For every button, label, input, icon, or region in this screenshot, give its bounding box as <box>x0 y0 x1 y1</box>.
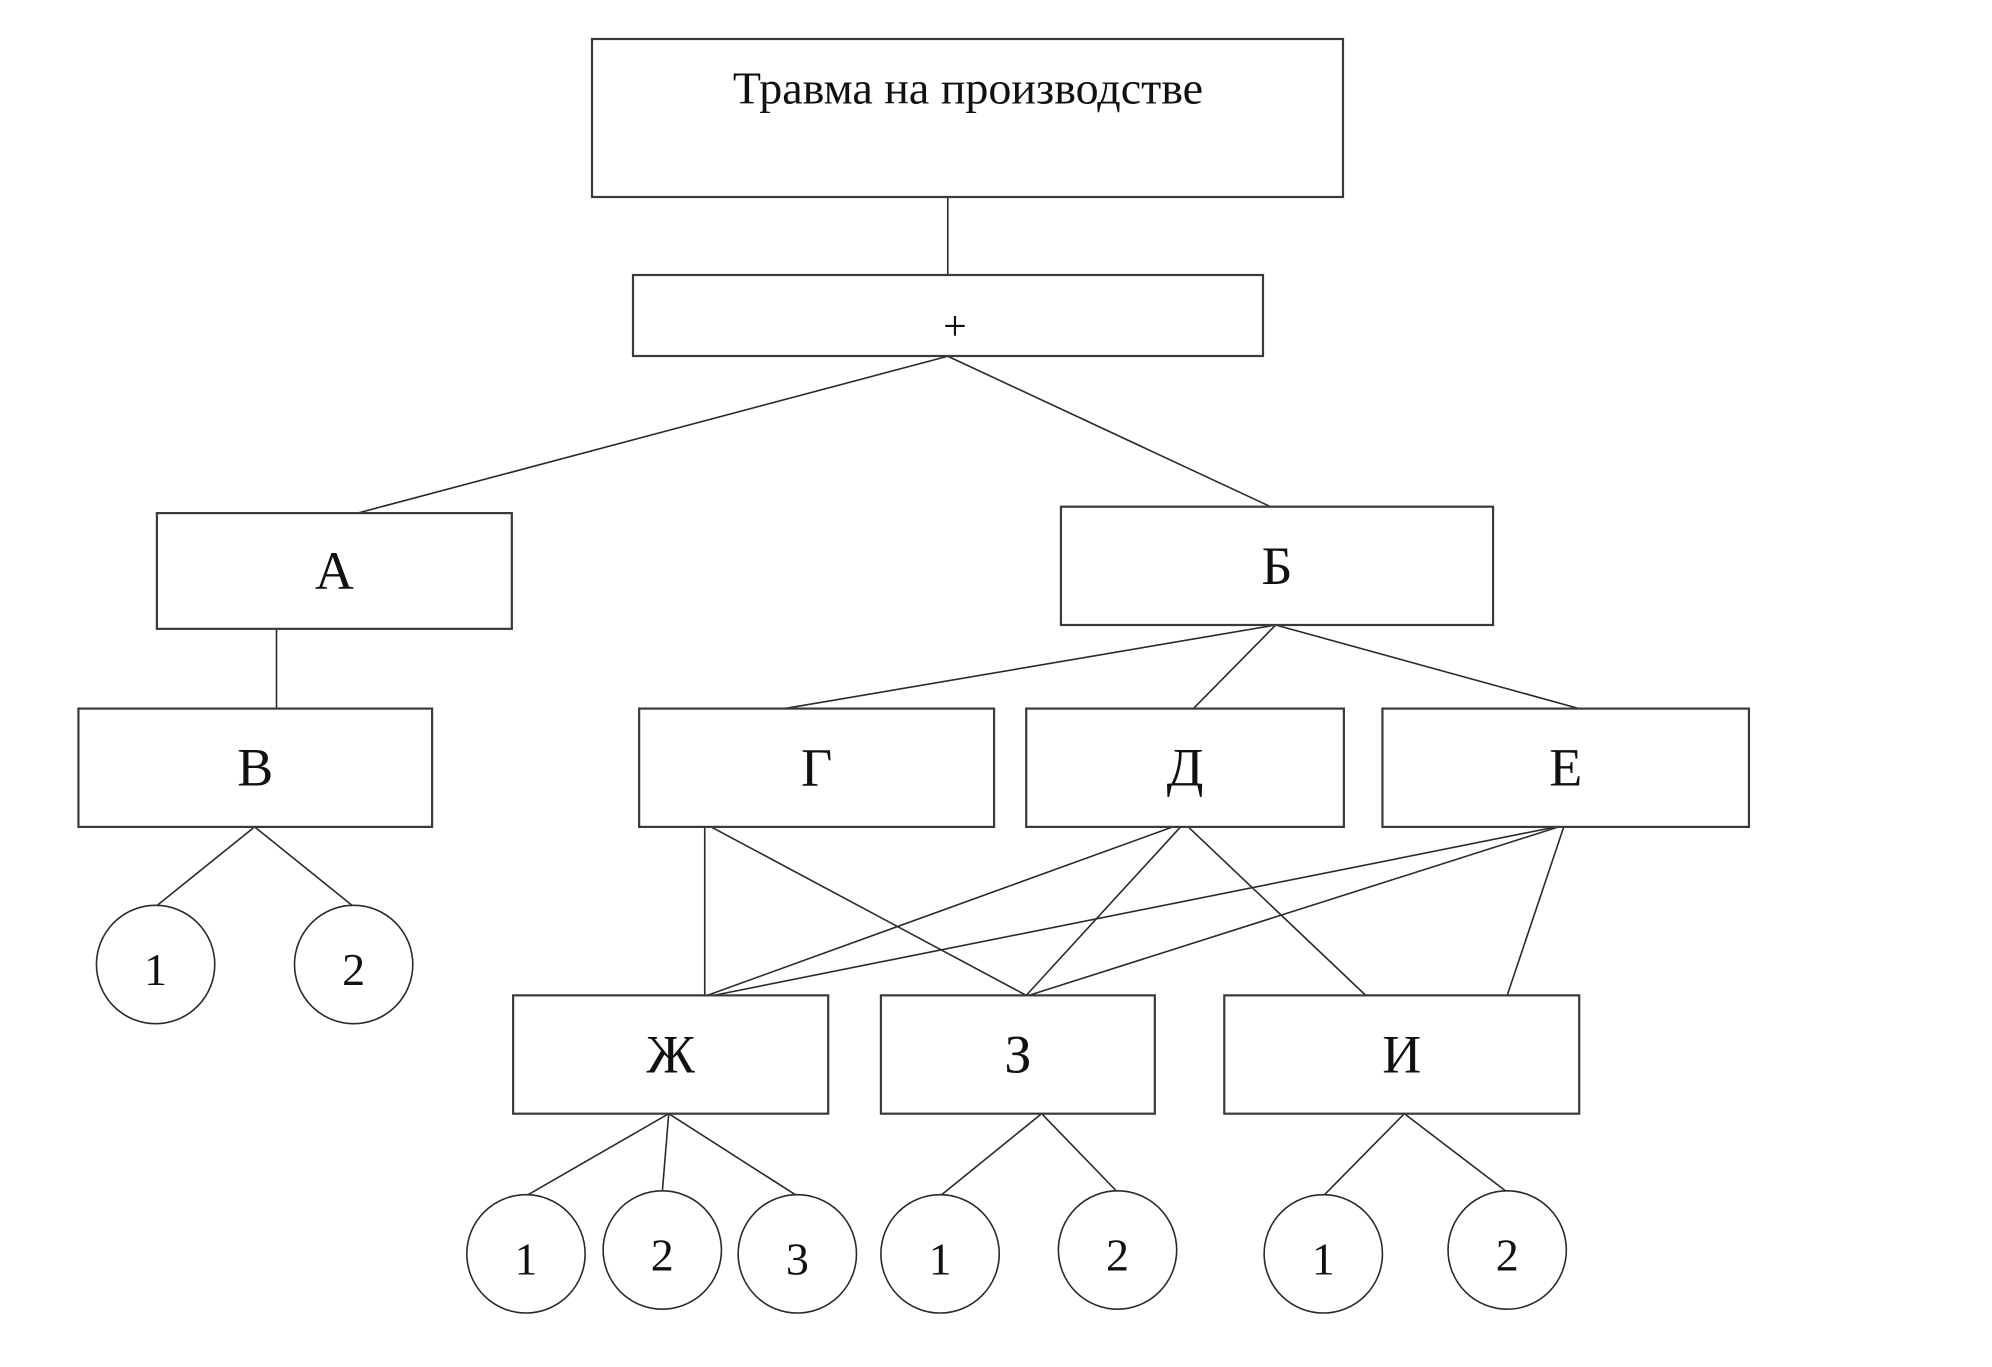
basic-event-label: 2 <box>1496 1230 1519 1281</box>
edge-i-leaf-2 <box>1403 1113 1508 1193</box>
basic-event-circle <box>880 1193 1001 1314</box>
operator-gate-label: + <box>943 304 967 350</box>
basic-event-label: 1 <box>1312 1233 1335 1284</box>
basic-event-label: 2 <box>1106 1230 1129 1281</box>
operator-gate: + <box>631 273 1265 358</box>
basic-event-v-2: 2 <box>293 904 414 1025</box>
basic-event-circle <box>466 1193 586 1314</box>
edge-v-leaf-2 <box>254 826 355 908</box>
event-node-d: Д <box>1025 707 1345 828</box>
edge-b-e <box>1275 624 1580 710</box>
basic-event-i-2: 2 <box>1447 1190 1568 1310</box>
event-node-box <box>512 994 830 1115</box>
event-node-label: Д <box>1167 738 1204 798</box>
event-nodes: А Б В Г Д Е Ж З И <box>77 505 1751 1115</box>
root-event: Травма на производстве <box>590 37 1345 199</box>
event-node-box <box>638 707 996 828</box>
basic-event-circle <box>1263 1193 1384 1314</box>
edge-op-b <box>947 355 1271 508</box>
edge-e-i <box>1506 826 1565 996</box>
event-node-label: Г <box>801 738 832 798</box>
basic-event-circle <box>737 1193 858 1314</box>
event-node-e: Е <box>1381 707 1751 828</box>
event-node-zh: Ж <box>512 994 830 1115</box>
event-node-i: И <box>1223 994 1581 1115</box>
event-node-b: Б <box>1059 505 1495 627</box>
basic-event-circle <box>1057 1190 1178 1310</box>
event-node-box <box>155 512 513 630</box>
edge-e-zh <box>713 826 1557 997</box>
event-node-label: А <box>315 541 354 601</box>
edge-z-leaf-2 <box>1041 1113 1119 1193</box>
event-node-box <box>1223 994 1581 1115</box>
edge-zh-leaf-2 <box>661 1113 670 1193</box>
basic-event-circle <box>1447 1190 1568 1310</box>
event-node-box <box>1025 707 1345 828</box>
event-node-label: Б <box>1261 536 1292 596</box>
basic-event-label: 1 <box>514 1233 537 1284</box>
event-node-label: З <box>1004 1025 1031 1085</box>
basic-event-circle <box>602 1190 723 1310</box>
edge-zh-leaf-3 <box>668 1113 798 1197</box>
edge-d-i <box>1187 826 1367 996</box>
basic-event-label: 3 <box>786 1233 809 1284</box>
edge-d-z <box>1025 826 1182 996</box>
event-node-label: Ж <box>646 1025 695 1085</box>
basic-event-label: 2 <box>342 944 365 995</box>
basic-event-zh-3: 3 <box>737 1193 858 1314</box>
event-node-label: И <box>1382 1025 1421 1085</box>
event-node-v: В <box>77 707 434 828</box>
basic-event-circle <box>95 904 216 1025</box>
edge-zh-leaf-1 <box>525 1112 670 1197</box>
edge-v-leaf-1 <box>155 826 256 908</box>
basic-event-label: 1 <box>929 1233 952 1284</box>
event-node-g: Г <box>638 707 996 828</box>
root-event-box <box>590 37 1345 199</box>
edge-op-a <box>357 355 948 514</box>
connector-lines <box>155 196 1580 1197</box>
basic-event-label: 1 <box>144 944 167 995</box>
basic-event-circle <box>293 904 414 1025</box>
event-node-z: З <box>879 994 1156 1115</box>
event-node-box <box>1059 505 1495 627</box>
basic-event-z-2: 2 <box>1057 1190 1178 1310</box>
event-node-box <box>77 707 434 828</box>
event-node-label: В <box>237 738 273 798</box>
basic-event-v-1: 1 <box>95 904 216 1025</box>
event-node-a: А <box>155 512 513 630</box>
edge-g-z <box>710 826 1027 997</box>
edge-i-leaf-1 <box>1322 1113 1405 1197</box>
basic-event-zh-1: 1 <box>466 1193 586 1314</box>
edge-b-d <box>1192 624 1277 710</box>
edge-e-z <box>1028 826 1559 997</box>
basic-event-label: 2 <box>651 1230 674 1281</box>
root-event-label: Травма на производстве <box>733 63 1203 114</box>
basic-event-i-1: 1 <box>1263 1193 1384 1314</box>
operator-gate-box <box>631 273 1265 358</box>
event-node-label: Е <box>1549 738 1582 798</box>
event-node-box <box>1381 707 1751 828</box>
event-node-box <box>879 994 1156 1115</box>
basic-events: 1 2 1 2 3 1 2 1 2 <box>95 904 1568 1314</box>
basic-event-z-1: 1 <box>880 1193 1001 1314</box>
basic-event-zh-2: 2 <box>602 1190 723 1310</box>
edge-d-zh <box>707 826 1174 997</box>
edge-z-leaf-1 <box>939 1113 1043 1197</box>
edge-b-g <box>784 624 1276 710</box>
